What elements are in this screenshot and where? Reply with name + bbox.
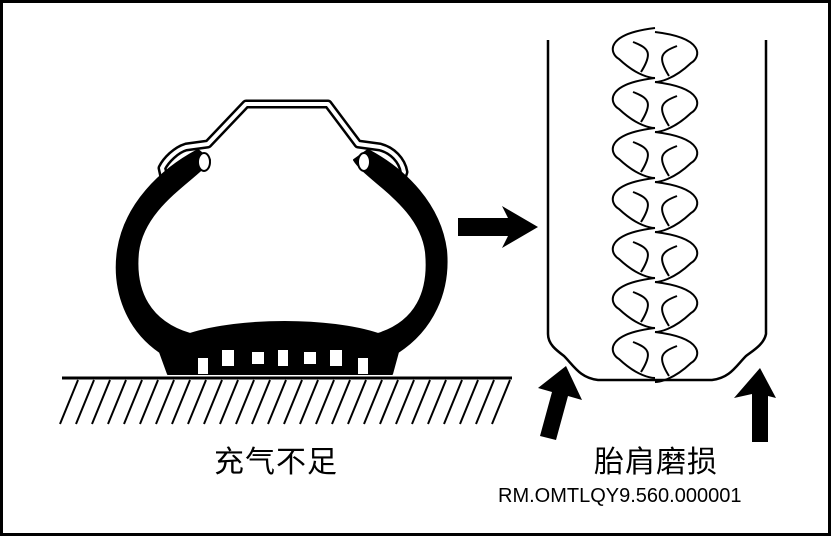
hatch-line (427, 379, 447, 425)
hatch-line (411, 379, 431, 425)
braid-inner-right (661, 295, 678, 327)
wheel-rim (157, 99, 409, 186)
braid-inner-left (632, 141, 649, 173)
hatch-line (187, 379, 207, 425)
ground-hatch-icon (59, 376, 512, 425)
braid-inner-right (661, 345, 678, 377)
underinflated-tire (115, 149, 448, 375)
hatch-line (203, 379, 223, 425)
braid-strand-right (654, 81, 699, 133)
hatch-line (251, 379, 271, 425)
hatch-line (475, 379, 495, 425)
hatch-line (283, 379, 303, 425)
braid-inner-left (632, 41, 649, 73)
braid-strand-left (611, 227, 656, 279)
underinflated-label: 充气不足 (214, 445, 338, 480)
hatch-line (331, 379, 351, 425)
hatch-line (171, 379, 191, 425)
hatch-line (347, 379, 367, 425)
braid-inner-left (632, 291, 649, 323)
braid-strand-right (654, 331, 699, 383)
braid-strand-right (654, 31, 699, 83)
braid-inner-right (661, 145, 678, 177)
hatch-line (219, 379, 239, 425)
braid-strand-right (654, 181, 699, 233)
hatch-line (315, 379, 335, 425)
braid-inner-right (661, 245, 678, 277)
hatch-line (91, 379, 111, 425)
bead-left (197, 152, 211, 172)
hatch-line (59, 379, 79, 425)
arrow-right-icon (458, 206, 538, 248)
braid-strand-left (611, 177, 656, 229)
braid-inner-left (632, 341, 649, 373)
ground-hatching (59, 379, 511, 425)
braid-strand-left (611, 327, 656, 379)
tread-closeup (546, 27, 768, 383)
braid-inner-left (632, 91, 649, 123)
hatch-line (75, 379, 95, 425)
hatch-line (267, 379, 287, 425)
bead-right (357, 152, 371, 172)
document-code: RM.OMTLQY9.560.000001 (498, 485, 742, 507)
braid-strand-left (611, 77, 656, 129)
shoulder-wear-label: 胎肩磨损 (594, 445, 718, 480)
braid-inner-left (632, 241, 649, 273)
hatch-line (395, 379, 415, 425)
arrow-up-right (734, 368, 776, 442)
hatch-line (491, 379, 511, 425)
hatch-line (235, 379, 255, 425)
hatch-line (363, 379, 383, 425)
braid-inner-left (632, 191, 649, 223)
hatch-line (379, 379, 399, 425)
braid-inner-right (661, 95, 678, 127)
hatch-line (123, 379, 143, 425)
hatch-line (459, 379, 479, 425)
tread-grooves (198, 350, 368, 374)
braid-strand-right (654, 281, 699, 333)
arrow-up-left (538, 366, 582, 440)
hatch-line (139, 379, 159, 425)
hatch-line (107, 379, 127, 425)
braid-inner-right (661, 195, 678, 227)
braid-strand-right (654, 131, 699, 183)
braid-inner-right (661, 45, 678, 77)
braid-strand-left (611, 277, 656, 329)
braided-tread-pattern (611, 27, 699, 383)
braid-strand-left (611, 27, 656, 79)
hatch-line (155, 379, 175, 425)
arrow-up-icon (538, 366, 776, 442)
hatch-line (443, 379, 463, 425)
braid-strand-right (654, 231, 699, 283)
braid-strand-left (611, 127, 656, 179)
hatch-line (299, 379, 319, 425)
